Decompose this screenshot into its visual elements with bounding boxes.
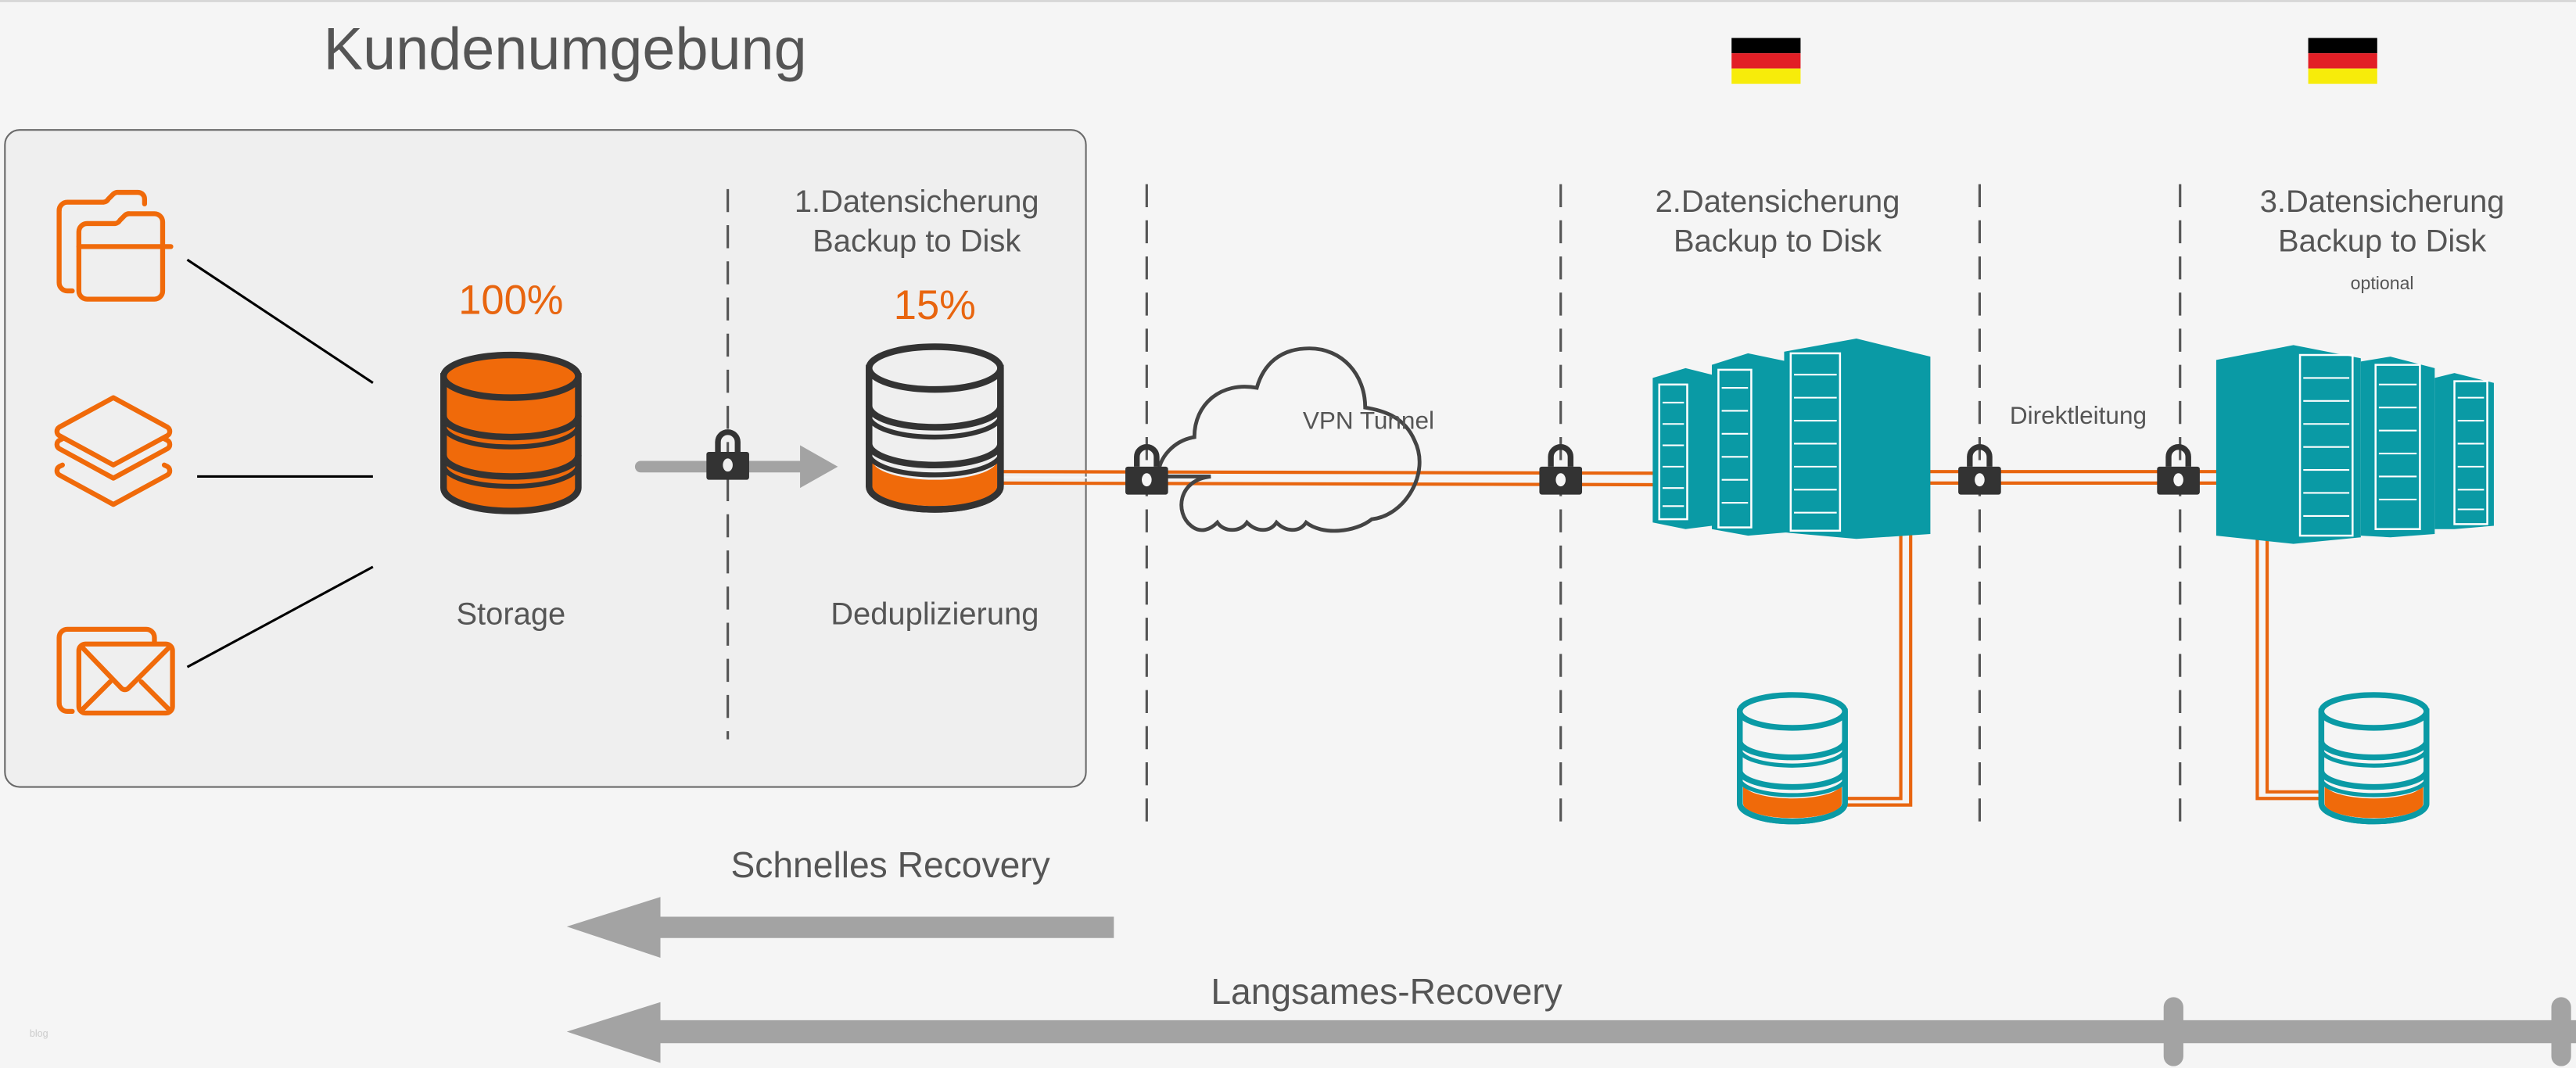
connection-pipe-site2-disk — [1841, 534, 1913, 807]
backup1-heading: 1.Datensicherung — [795, 185, 1039, 219]
site3-database-icon — [2318, 692, 2430, 825]
watermark: blog — [30, 1028, 48, 1039]
fast-recovery-label: Schnelles Recovery — [730, 844, 1050, 885]
dedup-database-icon — [866, 343, 1004, 513]
backup1-subheading: Backup to Disk — [813, 224, 1021, 259]
connector-mail — [186, 565, 374, 668]
lock-icon — [706, 429, 749, 480]
backup3-optional-note: optional — [2351, 273, 2414, 293]
backup3-heading: 3.Datensicherung — [2260, 185, 2505, 219]
storage-label: Storage — [456, 597, 565, 632]
lock-icon — [2157, 444, 2200, 495]
layers-icon — [54, 395, 173, 507]
vpn-tunnel-label: VPN Tunnel — [1303, 407, 1434, 435]
server-rack-site3-icon — [2215, 345, 2494, 544]
connection-pipe-site3-disk — [2255, 539, 2323, 801]
connector-files — [186, 258, 374, 385]
backup2-subheading: Backup to Disk — [1674, 224, 1882, 259]
fast-recovery-arrow — [566, 897, 1114, 958]
storage-database-icon — [440, 351, 582, 514]
backup3-subheading: Backup to Disk — [2278, 224, 2487, 259]
lock-icon — [1539, 444, 1583, 495]
site2-database-icon — [1737, 692, 1848, 825]
germany-flag-2 — [2308, 38, 2377, 84]
storage-percent: 100% — [458, 277, 563, 323]
slow-recovery-marker-1 — [2163, 997, 2183, 1066]
server-rack-site2-icon — [1652, 339, 1931, 539]
backup1-percent: 15% — [894, 282, 976, 328]
lock-icon — [1958, 444, 2001, 495]
direct-line-label: Direktleitung — [2010, 401, 2147, 429]
lock-icon — [1125, 444, 1168, 495]
germany-flag-1 — [1731, 38, 1801, 84]
dedup-label: Deduplizierung — [831, 597, 1039, 632]
page-title: Kundenumgebung — [324, 16, 807, 82]
cloud-icon — [1156, 346, 1422, 533]
slow-recovery-label: Langsames-Recovery — [1211, 971, 1562, 1012]
backup2-heading: 2.Datensicherung — [1656, 185, 1900, 219]
folders-icon — [56, 189, 174, 302]
slow-recovery-arrow — [566, 1002, 2576, 1063]
slow-recovery-marker-2 — [2551, 997, 2571, 1066]
mail-icon — [56, 626, 175, 716]
